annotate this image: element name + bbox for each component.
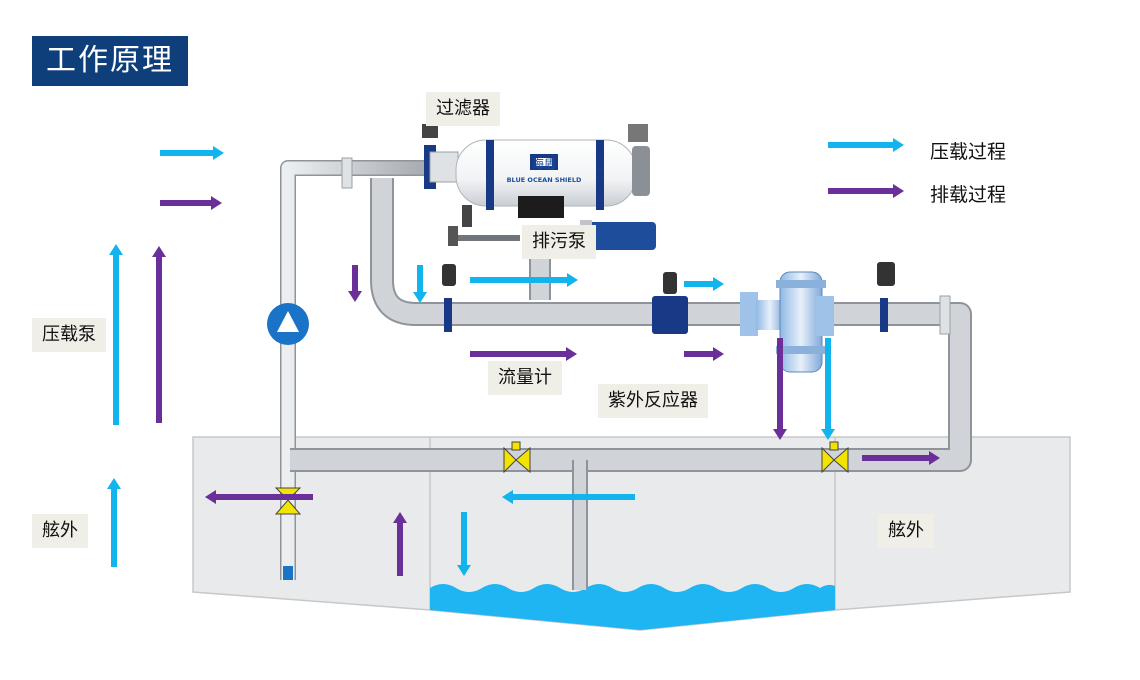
legend-ballast-arrow	[828, 138, 904, 152]
label-drain-pump: 排污泵	[522, 225, 596, 259]
valve-middle	[503, 441, 531, 474]
filter-brand-english: BLUE OCEAN SHIELD	[507, 176, 582, 184]
legend-deballast-arrow	[828, 184, 904, 198]
label-flow-meter: 流量计	[488, 361, 562, 395]
label-filter: 过滤器	[426, 92, 500, 126]
arrow-filter-inlet-ballast	[413, 265, 427, 303]
label-outboard-right: 舷外	[878, 514, 934, 548]
flow-arrows	[107, 138, 940, 576]
label-uv-reactor: 紫外反应器	[598, 384, 708, 418]
arrow-ballast-pump-up	[109, 244, 123, 425]
label-ballast-pump: 压载泵	[32, 318, 106, 352]
arrow-tank-suction-up	[393, 512, 407, 576]
arrow-outboard-up	[107, 478, 121, 567]
arrow-legend-top-ballast	[160, 146, 224, 160]
arrow-uv-down-deballast	[773, 338, 787, 440]
arrow-flowmeter-ballast	[684, 277, 724, 291]
uv-reactor-unit	[740, 271, 834, 373]
flanges	[444, 295, 951, 335]
arrow-filter-inlet-deballast	[348, 265, 362, 302]
arrow-flowmeter-deballast	[684, 347, 724, 361]
arrow-tank-fill-down	[457, 512, 471, 576]
arrow-right-branch-deballast	[862, 451, 940, 465]
legend-deballast-label: 排载过程	[930, 184, 1007, 206]
legend-ballast-label: 压载过程	[930, 141, 1007, 163]
ballast-water	[430, 584, 835, 630]
arrow-main-line-ballast	[470, 273, 578, 287]
arrow-uv-down-ballast	[821, 338, 835, 440]
arrow-main-line-deballast	[470, 347, 577, 361]
arrow-legend-top-deballast	[160, 196, 222, 210]
arrow-overboard-discharge	[205, 490, 313, 504]
arrow-deballast-pump-up	[152, 246, 166, 423]
arrow-tank-fill-left	[502, 490, 635, 504]
valve-right	[821, 441, 849, 474]
sensors	[442, 262, 895, 294]
filter-brand-chinese: 海盾	[532, 156, 556, 171]
page-title: 工作原理	[32, 36, 188, 86]
ballast-pump	[267, 303, 309, 345]
label-outboard-left: 舷外	[32, 514, 88, 548]
